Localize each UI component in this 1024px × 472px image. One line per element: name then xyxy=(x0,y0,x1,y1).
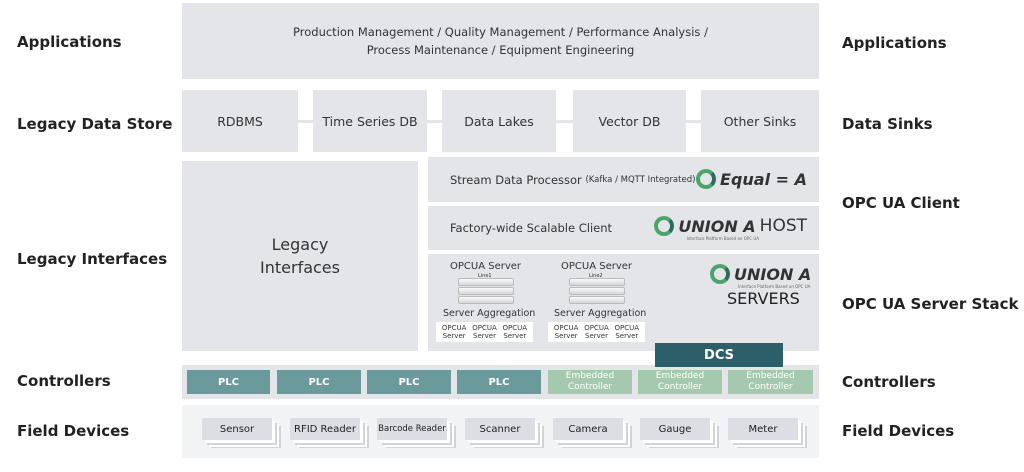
server-aggregation-label: Server Aggregation xyxy=(443,308,536,319)
controller-embedded: Embedded Controller xyxy=(548,370,632,394)
applications-box: Production Management / Quality Manageme… xyxy=(182,3,819,79)
controller-plc: PLC xyxy=(457,370,541,394)
opcua-server-title: OPCUA Server xyxy=(450,261,522,272)
servers-label: SERVERS xyxy=(727,289,800,308)
server-line-label: Line2 xyxy=(589,273,603,279)
stream-data-processor: Stream Data Processor (Kafka / MQTT Inte… xyxy=(428,157,819,202)
client-title: Factory-wide Scalable Client xyxy=(450,221,613,235)
device-sensor: Sensor xyxy=(202,418,272,440)
label-opcua-client: OPC UA Client xyxy=(842,194,960,212)
data-store-data-lakes: Data Lakes xyxy=(442,90,556,152)
data-store-vector-db: Vector DB xyxy=(573,90,686,152)
label-legacy-interfaces: Legacy Interfaces xyxy=(17,250,168,268)
device-gauge: Gauge xyxy=(640,418,710,440)
sub-server: OPCUA Server xyxy=(472,324,497,340)
sub-server: OPCUA Server xyxy=(441,324,467,340)
legacy-line2: Interfaces xyxy=(260,258,340,277)
label-field-devices-left: Field Devices xyxy=(17,422,130,440)
server-line-label: Line1 xyxy=(478,273,492,279)
label-controllers-left: Controllers xyxy=(17,372,111,390)
applications-line1: Production Management / Quality Manageme… xyxy=(293,25,708,39)
opcua-servers: UNION A Interface Platform Based on OPC … xyxy=(428,254,819,351)
sub-server: OPCUA Server xyxy=(553,324,579,340)
data-store-rdbms: RDBMS xyxy=(182,90,298,152)
controller-embedded: Embedded Controller xyxy=(638,370,722,394)
controller-plc: PLC xyxy=(187,370,270,394)
union-a-text: UNION A xyxy=(734,264,812,284)
applications-line2: Process Maintenance / Equipment Engineer… xyxy=(366,43,635,57)
controller-embedded: Embedded Controller xyxy=(728,370,813,394)
sub-servers: OPCUA Server OPCUA Server OPCUA Server xyxy=(548,322,645,342)
opcua-server-title: OPCUA Server xyxy=(561,261,633,272)
servers-logo-tagline: Interface Platform Based on OPC UA xyxy=(738,284,811,289)
equal-a-logo: Equal = A xyxy=(696,169,807,189)
controller-plc: PLC xyxy=(277,370,361,394)
legacy-line1: Legacy xyxy=(271,235,329,254)
union-a-mark-icon xyxy=(710,264,730,284)
equal-a-mark-icon xyxy=(696,169,717,189)
device-meter: Meter xyxy=(728,418,798,440)
label-applications-left: Applications xyxy=(17,33,122,51)
sub-servers: OPCUA Server OPCUA Server OPCUA Server xyxy=(436,322,533,342)
equal-a-text: Equal = A xyxy=(720,169,807,189)
label-controllers-right: Controllers xyxy=(842,373,936,391)
client-logo-tagline: Interface Platform Based on OPC UA xyxy=(686,236,759,241)
label-applications-right: Applications xyxy=(842,34,947,52)
server-aggregation-label: Server Aggregation xyxy=(554,308,647,319)
legacy-interfaces-box: Legacy Interfaces xyxy=(182,161,418,351)
device-barcode-reader: Barcode Reader xyxy=(377,418,447,440)
label-field-devices-right: Field Devices xyxy=(842,422,955,440)
label-opcua-server-stack: OPC UA Server Stack xyxy=(842,295,1019,313)
union-a-servers-logo: UNION A xyxy=(710,264,811,284)
device-camera: Camera xyxy=(553,418,623,440)
union-a-text: UNION A xyxy=(678,216,756,236)
sub-server: OPCUA Server xyxy=(502,324,528,340)
label-legacy-data-store: Legacy Data Store xyxy=(17,115,173,133)
server-rack-icon xyxy=(569,278,625,305)
data-store-other-sinks: Other Sinks xyxy=(701,90,819,152)
sub-server: OPCUA Server xyxy=(614,324,640,340)
data-store-time-series-db: Time Series DB xyxy=(313,90,427,152)
label-data-sinks: Data Sinks xyxy=(842,115,933,133)
host-text: HOST xyxy=(759,216,807,236)
device-scanner: Scanner xyxy=(465,418,535,440)
device-rfid-reader: RFID Reader xyxy=(290,418,360,440)
stream-note: (Kafka / MQTT Integrated) xyxy=(585,174,696,185)
dcs-box: DCS xyxy=(655,343,783,367)
controller-plc: PLC xyxy=(367,370,451,394)
sub-server: OPCUA Server xyxy=(584,324,609,340)
union-a-mark-icon xyxy=(654,216,675,236)
stream-title: Stream Data Processor xyxy=(450,172,582,187)
server-rack-icon xyxy=(458,278,514,305)
